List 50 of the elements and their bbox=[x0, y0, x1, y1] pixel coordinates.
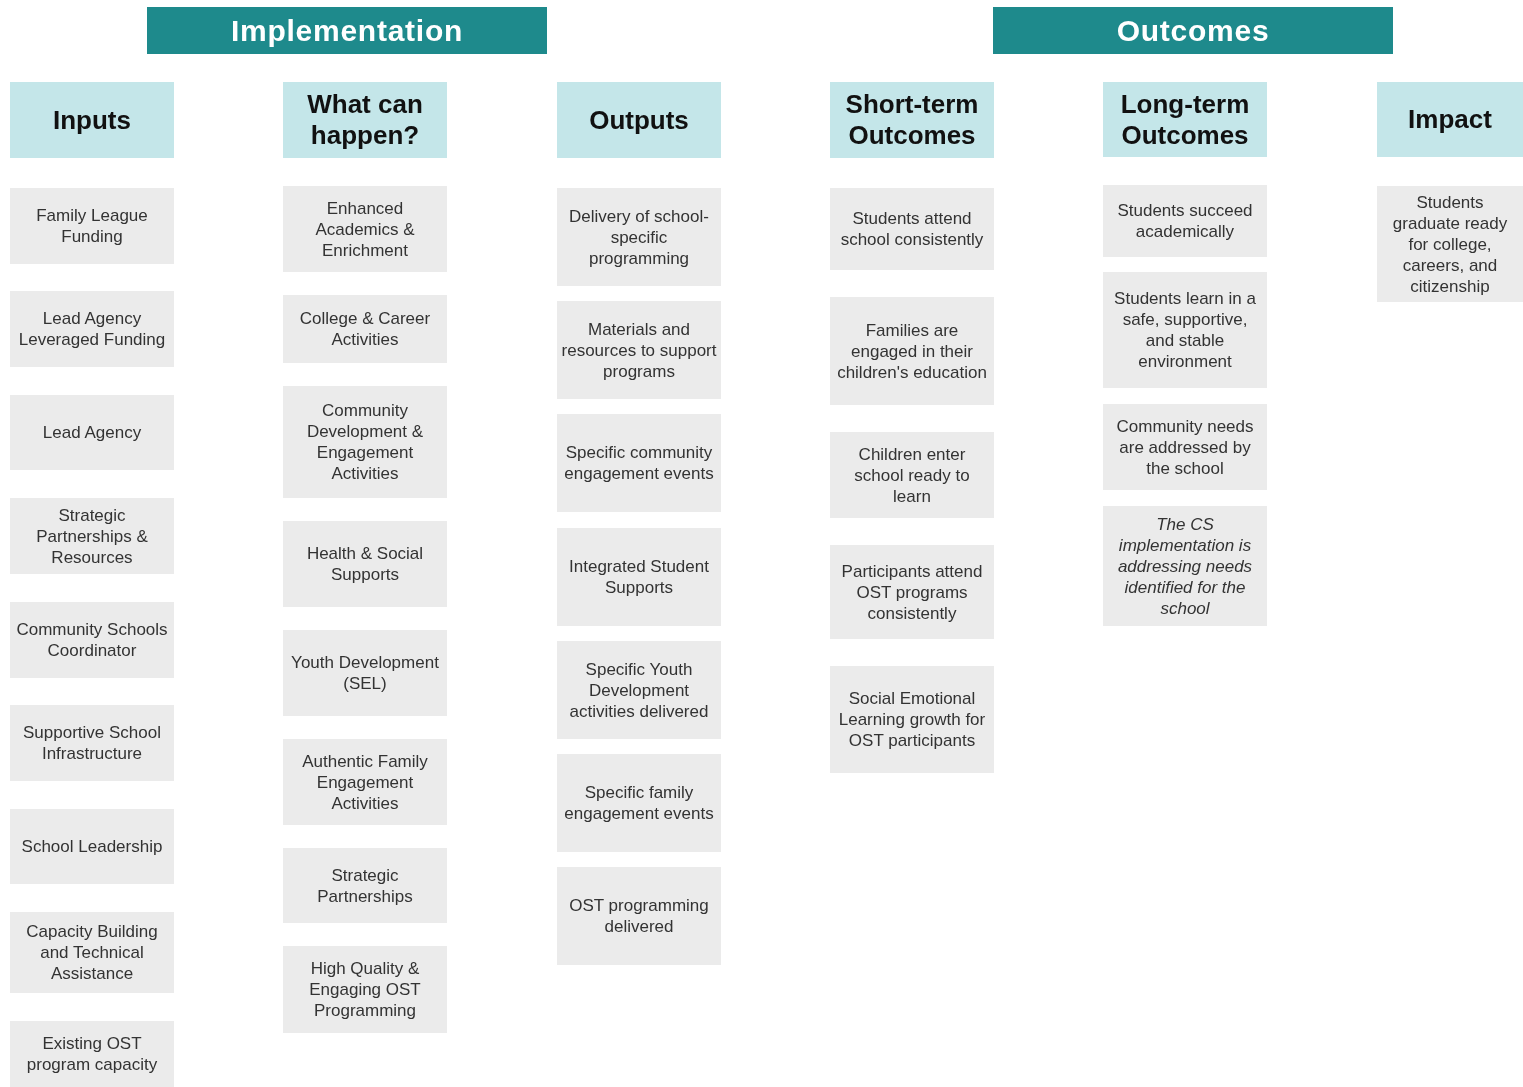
column-header bbox=[1377, 82, 1523, 157]
item-text: Integrated Student Supports bbox=[568, 556, 710, 598]
item-text: The CS implementation is addressing needs identified for the school bbox=[1116, 513, 1254, 619]
item-text: Specific Youth Development activities delivered bbox=[568, 658, 710, 722]
header-text: Impact bbox=[1408, 104, 1492, 135]
item-text: Children enter school ready to learn bbox=[853, 443, 971, 507]
item-text: Supportive School Infrastructure bbox=[22, 722, 162, 764]
banner-title: Outcomes bbox=[1116, 13, 1270, 49]
item-text: Community Development & Engagement Activities bbox=[305, 400, 425, 484]
title-banner bbox=[147, 7, 547, 54]
item-text: Social Emotional Learning growth for OST participants bbox=[837, 688, 987, 751]
item-text: Capacity Building and Technical Assistance bbox=[25, 921, 159, 984]
item-text: Lead Agency bbox=[42, 422, 142, 443]
item-text: Specific family engagement events bbox=[563, 782, 715, 824]
header-text: Short-term Outcomes bbox=[844, 89, 980, 151]
item-text: Lead Agency Leveraged Funding bbox=[17, 308, 167, 350]
column-header bbox=[557, 82, 721, 158]
header-text: Outputs bbox=[589, 104, 689, 136]
item-text: Community Schools Coordinator bbox=[15, 619, 169, 661]
banner-title: Implementation bbox=[230, 13, 464, 49]
header-text: What can happen? bbox=[306, 89, 424, 151]
title-banner bbox=[993, 7, 1393, 54]
item-text: Students learn in a safe, supportive, and stable environment bbox=[1113, 288, 1257, 372]
header-text: Long-term Outcomes bbox=[1119, 88, 1251, 151]
item-text: High Quality & Engaging OST Programming bbox=[308, 958, 422, 1021]
item-text: School Leadership bbox=[21, 836, 163, 857]
item-text: Authentic Family Engagement Activities bbox=[301, 750, 429, 814]
column-header bbox=[830, 82, 994, 158]
item-text: OST programming delivered bbox=[568, 895, 710, 937]
item-text: Health & Social Supports bbox=[305, 543, 425, 585]
item-text: Community needs are addressed by the school bbox=[1115, 415, 1255, 479]
column-header bbox=[283, 82, 447, 158]
item-text: Students succeed academically bbox=[1116, 200, 1254, 242]
item-text: Students attend school consistently bbox=[839, 208, 985, 250]
item-text: Enhanced Academics & Enrichment bbox=[314, 197, 416, 261]
item-text: Existing OST program capacity bbox=[25, 1033, 159, 1075]
item-text: College & Career Activities bbox=[298, 308, 432, 350]
header-text: Inputs bbox=[53, 104, 131, 136]
item-text: Specific community engagement events bbox=[563, 442, 715, 484]
column-header bbox=[1103, 82, 1267, 157]
item-text: Materials and resources to support programs bbox=[561, 318, 717, 382]
item-text: Strategic Partnerships & Resources bbox=[35, 504, 149, 568]
item-text: Youth Development (SEL) bbox=[290, 652, 440, 694]
item-text: Delivery of school-specific programming bbox=[568, 205, 710, 269]
item-text: Students graduate ready for college, careers, and citizenship bbox=[1391, 191, 1509, 297]
item-text: Participants attend OST programs consistently bbox=[840, 560, 984, 624]
item-text: Families are engaged in their children's education bbox=[836, 319, 988, 383]
column-header bbox=[10, 82, 174, 158]
item-text: Family League Funding bbox=[35, 205, 149, 247]
item-text: Strategic Partnerships bbox=[316, 864, 414, 907]
